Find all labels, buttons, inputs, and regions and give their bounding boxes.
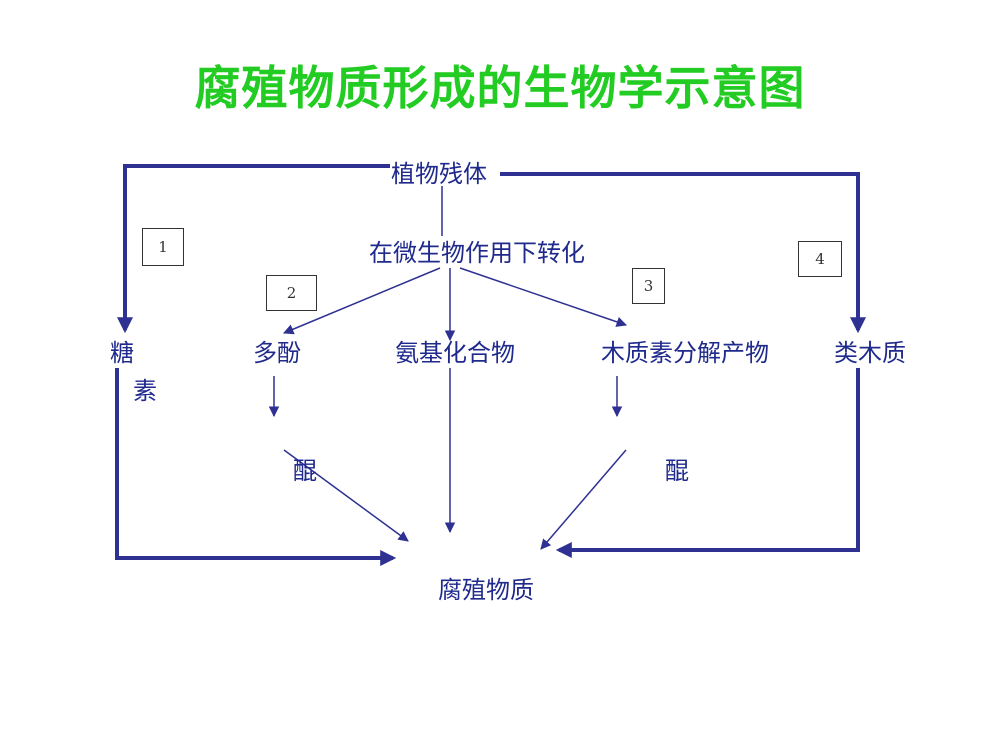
node-quinone-right: 醌 [665,457,689,485]
node-sugar: 糖 [110,339,134,367]
node-microbial-transform: 在微生物作用下转化 [369,239,585,267]
page-title: 腐殖物质形成的生物学示意图 [194,61,806,115]
pathway-number-4: 4 [798,241,842,277]
pathway-4-line [500,172,866,334]
node-sugar-cont: 素 [133,377,157,405]
sugar-to-humic-line [115,368,397,566]
node-lignin-like: 类木质 [834,339,906,367]
lignin-quinone-to-humic-arrow [540,449,627,550]
pathway-number-1: 1 [142,228,184,266]
lignin-like-to-humic-line [555,368,860,558]
node-plant-residue: 植物残体 [391,160,487,188]
pathway-number-2: 2 [266,275,317,311]
transform-to-polyphenol-arrow [283,267,441,335]
node-humic-substance: 腐殖物质 [438,576,534,604]
pathway-number-3: 3 [632,268,665,304]
transform-to-lignin-arrow [459,267,627,327]
pathway-1-line [117,164,390,334]
node-lignin-products: 木质素分解产物 [601,339,769,367]
node-amino-compounds: 氨基化合物 [395,339,515,367]
node-polyphenol: 多酚 [253,339,301,367]
node-quinone-left: 醌 [293,457,317,485]
quinone-left-to-humic-arrow [283,449,409,542]
